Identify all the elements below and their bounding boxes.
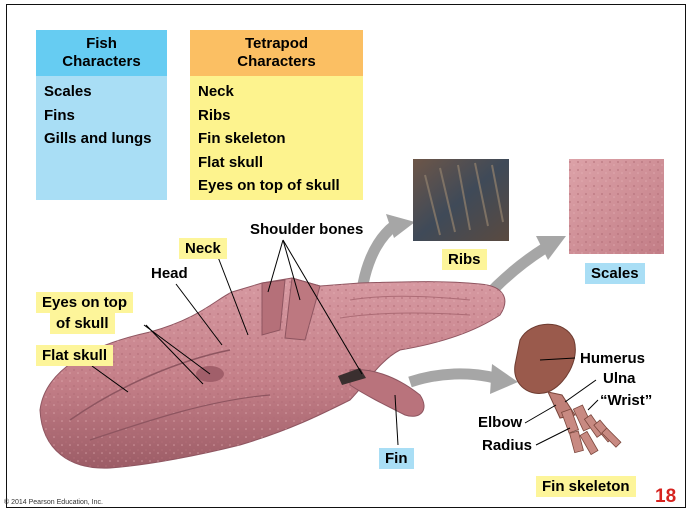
label-head: Head bbox=[151, 265, 188, 283]
label-flat-skull: Flat skull bbox=[36, 345, 113, 366]
label-ribs: Ribs bbox=[442, 249, 487, 270]
list-item: Fin skeleton bbox=[198, 127, 363, 151]
tetrapod-characters-header: Tetrapod Characters bbox=[190, 30, 363, 76]
list-item: Gills and lungs bbox=[44, 127, 167, 151]
list-item: Eyes on top of skull bbox=[198, 174, 363, 198]
list-item: Neck bbox=[198, 80, 363, 104]
label-radius: Radius bbox=[482, 437, 532, 455]
ribs-photo bbox=[413, 159, 509, 241]
label-eyes-on-top-of-skull: Eyes on top of skull bbox=[36, 292, 146, 334]
copyright-text: © 2014 Pearson Education, Inc. bbox=[4, 499, 103, 506]
arrow-to-fin-skeleton-head bbox=[490, 364, 518, 394]
label-wrist: “Wrist” bbox=[600, 392, 652, 410]
list-item: Flat skull bbox=[198, 151, 363, 175]
list-item: Scales bbox=[44, 80, 167, 104]
page-number: 18 bbox=[655, 486, 676, 508]
label-fin: Fin bbox=[379, 448, 414, 469]
label-ulna: Ulna bbox=[603, 370, 636, 388]
label-shoulder-bones: Shoulder bones bbox=[250, 221, 363, 239]
list-item: Ribs bbox=[198, 104, 363, 128]
arrow-to-fin-skeleton bbox=[410, 374, 495, 382]
label-fin-skeleton: Fin skeleton bbox=[536, 476, 636, 497]
fish-characters-header: Fish Characters bbox=[36, 30, 167, 76]
label-neck: Neck bbox=[179, 238, 227, 259]
list-item: Fins bbox=[44, 104, 167, 128]
label-humerus: Humerus bbox=[580, 350, 645, 368]
label-scales: Scales bbox=[585, 263, 645, 284]
label-elbow: Elbow bbox=[478, 414, 522, 432]
tetrapod-characters-list: Neck Ribs Fin skeleton Flat skull Eyes o… bbox=[190, 76, 363, 200]
fish-characters-list: Scales Fins Gills and lungs bbox=[36, 76, 167, 200]
